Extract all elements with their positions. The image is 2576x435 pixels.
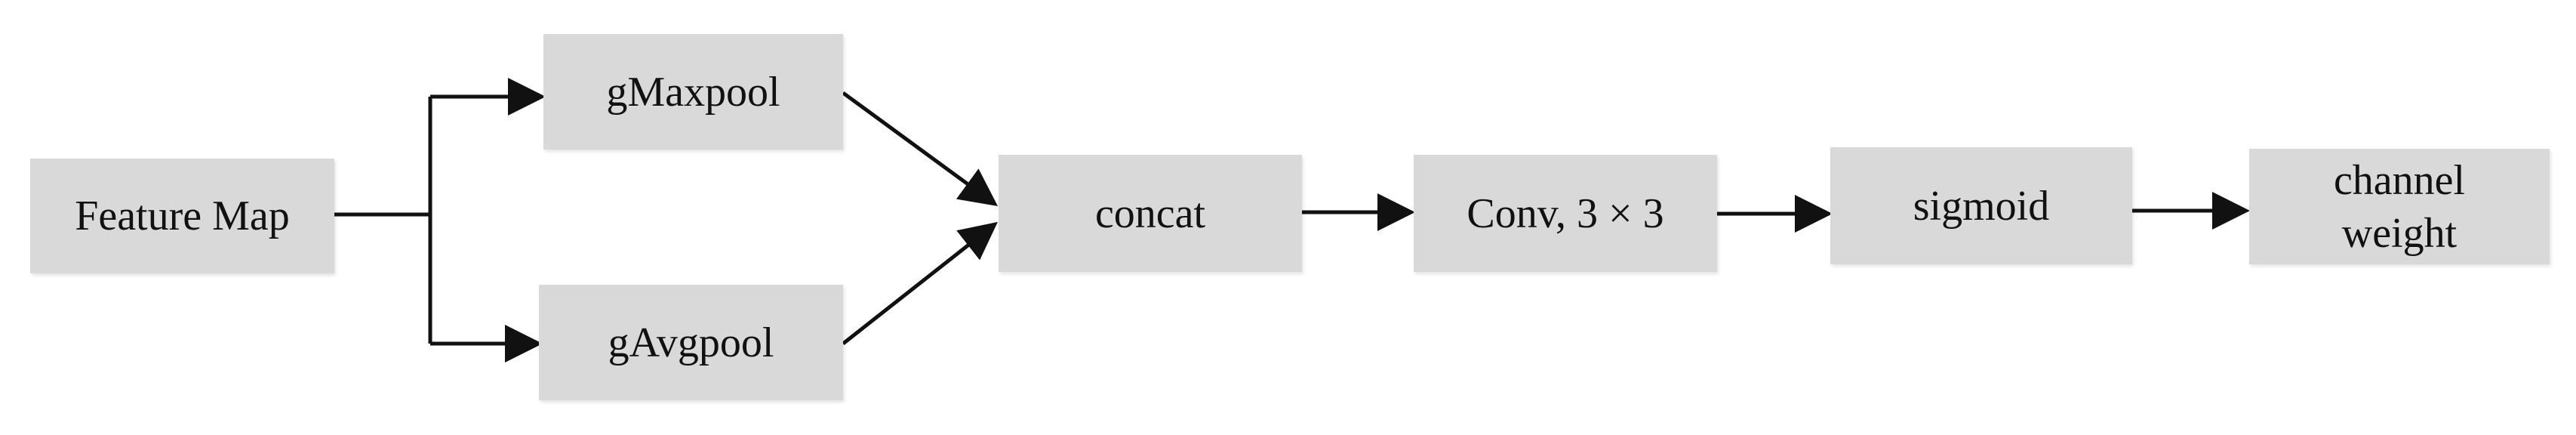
sigmoid-label: sigmoid [1913, 182, 2050, 230]
gmaxpool-label: gMaxpool [606, 68, 780, 116]
gavgpool-label: gAvgpool [608, 319, 774, 366]
conv-node: Conv, 3 × 3 [1414, 155, 1717, 272]
channel-weight-node: channel weight [2249, 149, 2550, 264]
gmaxpool-node: gMaxpool [543, 34, 843, 150]
concat-label: concat [1094, 190, 1206, 237]
sigmoid-node: sigmoid [1830, 147, 2132, 264]
feature-map-label: Feature Map [75, 193, 290, 239]
edge-gavgpool-to-concat [842, 221, 998, 345]
gavgpool-node: gAvgpool [539, 285, 843, 400]
concat-node: concat [999, 155, 1302, 272]
channel-weight-label-line2: weight [2341, 209, 2458, 257]
conv-label: Conv, 3 × 3 [1467, 190, 1664, 237]
edge-gmaxpool-to-concat [842, 91, 999, 206]
channel-weight-label-line1: channel [2333, 156, 2466, 204]
feature-map-node: Feature Map [30, 159, 334, 273]
